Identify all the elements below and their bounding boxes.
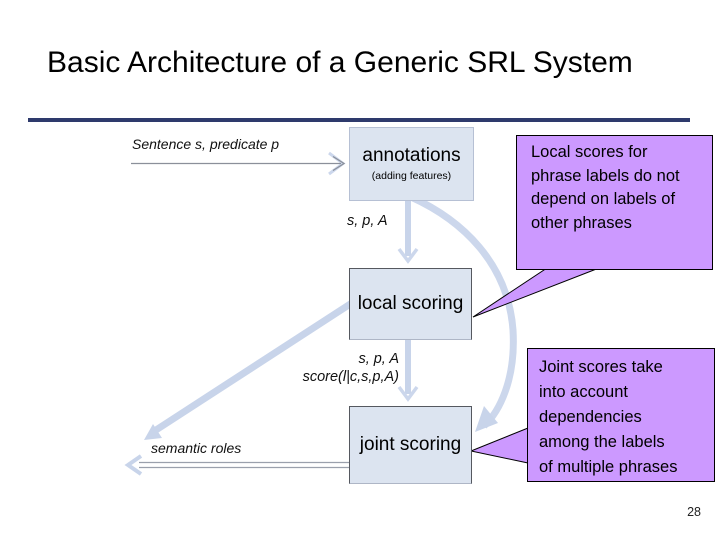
annotations-to-local-arrow <box>397 196 419 264</box>
spa-label-mid: s, p, A <box>358 351 399 367</box>
joint-scoring-box-label: joint scoring <box>359 434 462 455</box>
score-label: score(l|c,s,p,A) <box>302 369 399 385</box>
local-scoring-box: local scoring <box>349 268 472 340</box>
annotations-to-joint-arc <box>409 193 517 432</box>
callout-joint-tail <box>469 427 529 464</box>
annotations-box-sublabel: (adding features) <box>371 170 452 182</box>
joint-scoring-box: joint scoring <box>349 406 472 484</box>
page-number: 28 <box>687 505 701 519</box>
callout-joint-scores: Joint scores take into account dependenc… <box>527 348 715 482</box>
spa-label-top: s, p, A <box>347 213 388 229</box>
callout-local-tail <box>472 267 600 318</box>
annotations-box-label: annotations <box>362 145 461 166</box>
local-to-joint-arrow <box>397 338 419 402</box>
local-to-semantic-roles-arrow <box>144 283 380 440</box>
title-underline <box>28 118 690 122</box>
local-scoring-box-label: local scoring <box>357 293 464 314</box>
input-arrow <box>131 151 346 176</box>
page-title: Basic Architecture of a Generic SRL Syst… <box>47 46 633 79</box>
output-label: semantic roles <box>151 440 242 456</box>
callout-local-scores: Local scores for phrase labels do not de… <box>516 135 713 270</box>
input-label: Sentence s, predicate p <box>132 136 280 152</box>
annotations-box: annotations (adding features) <box>349 127 474 201</box>
output-arrow <box>124 454 351 476</box>
spa-score-label-block: s, p, A score(l|c,s,p,A) <box>289 350 399 386</box>
